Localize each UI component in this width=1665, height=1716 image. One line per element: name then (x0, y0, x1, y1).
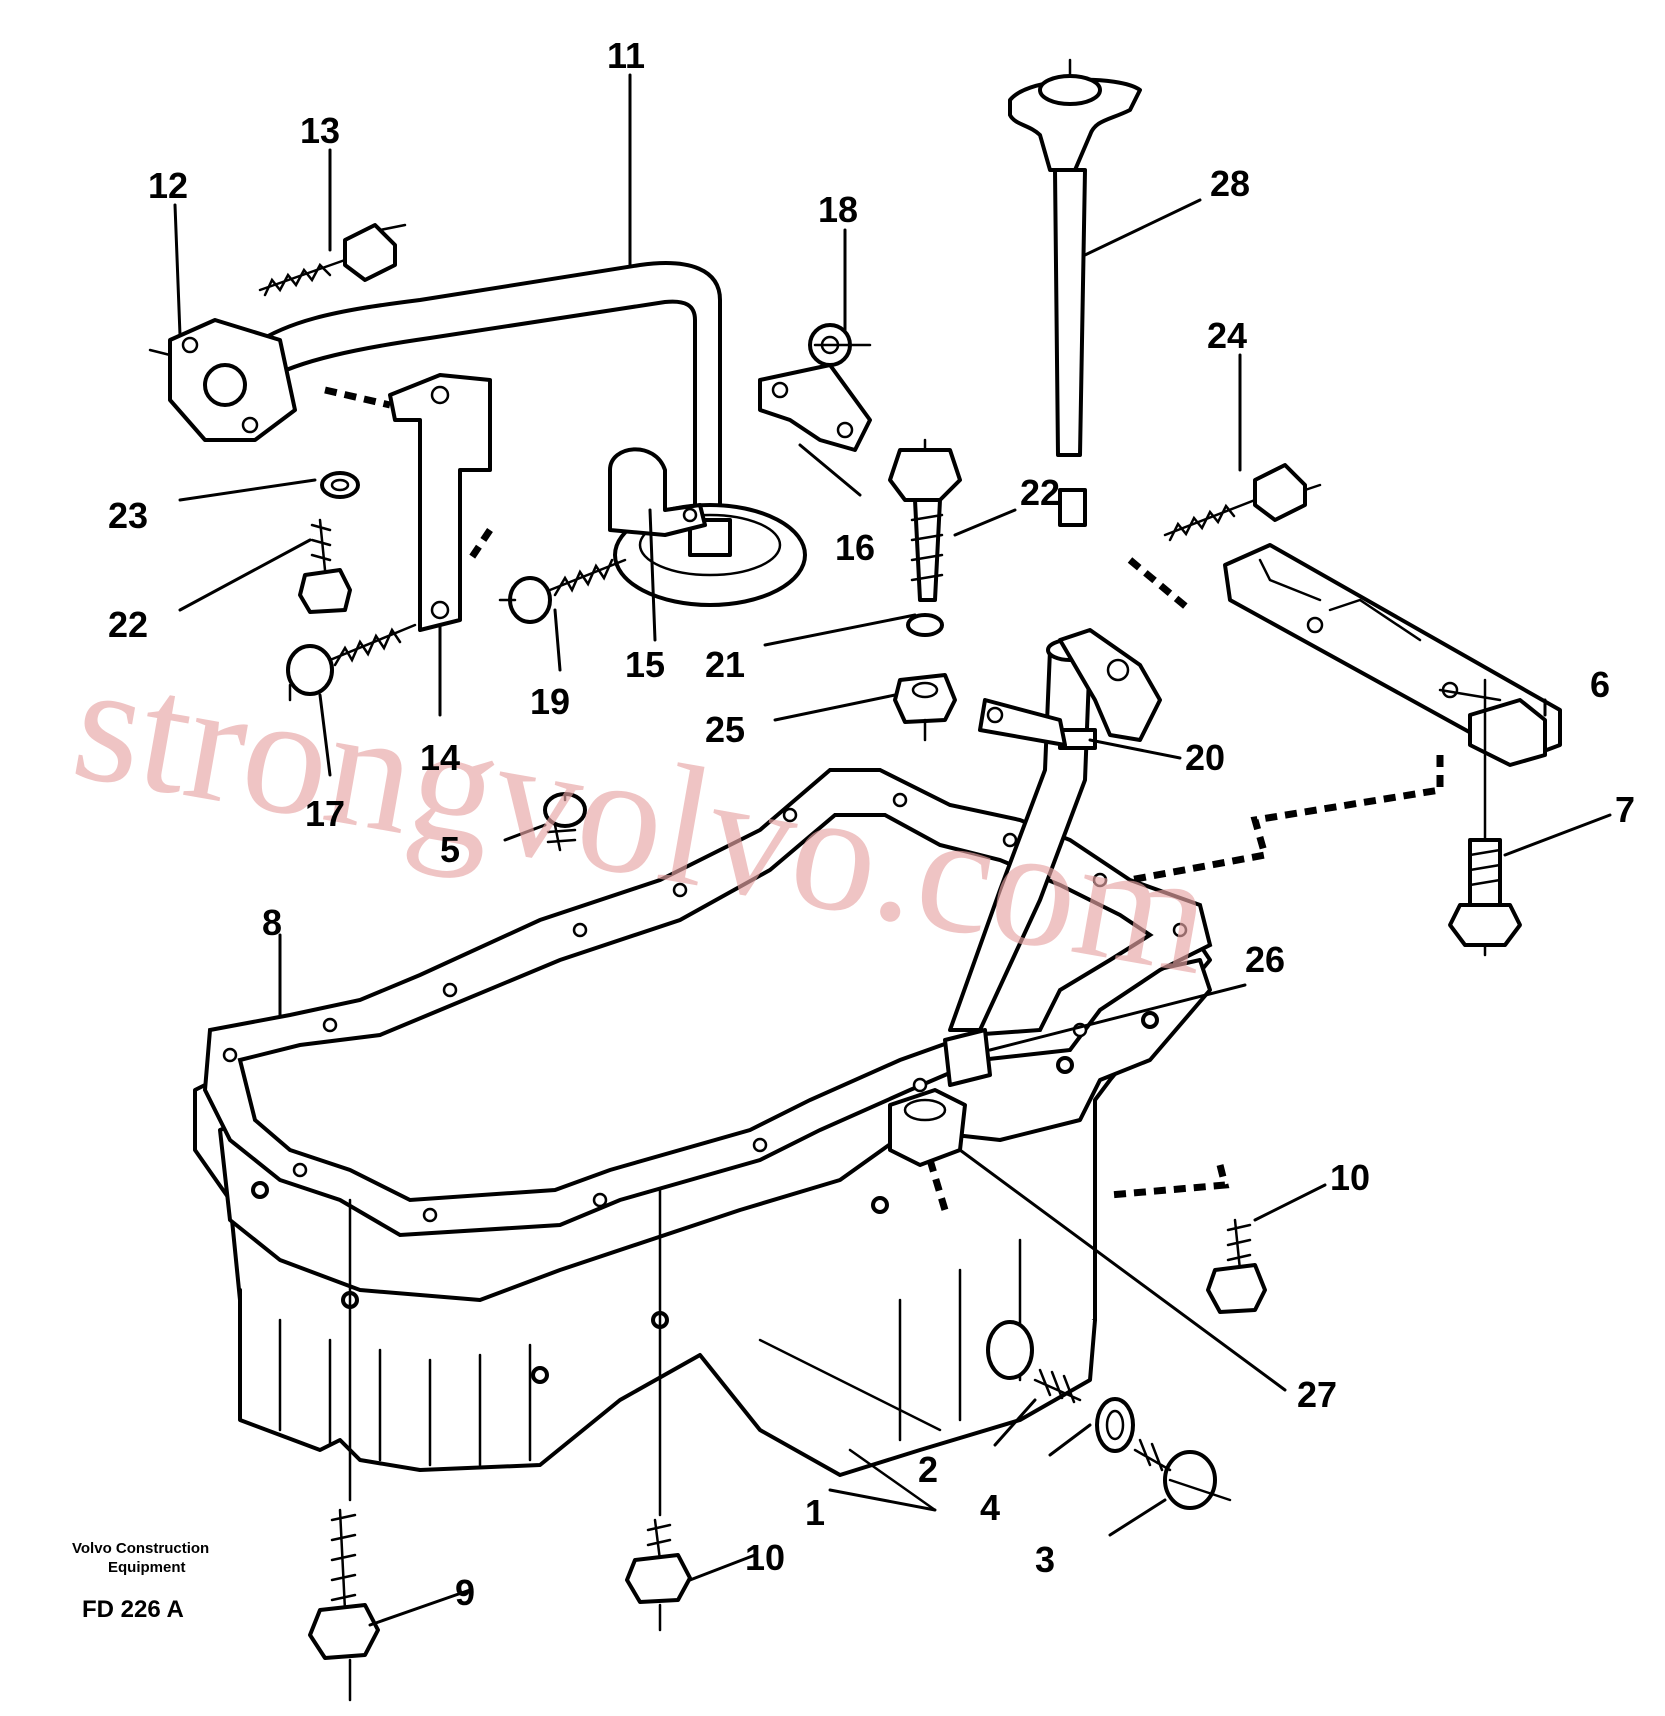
sump-gasket (202, 768, 1213, 1238)
nut-25 (893, 673, 957, 724)
leader-lines (173, 73, 1612, 1627)
caption-block: Volvo Construction Equipment FD 226 A (72, 1540, 209, 1623)
label-26: 26 (1245, 939, 1285, 980)
screw-5 (543, 792, 587, 852)
label-21: 21 (705, 644, 745, 685)
label-12: 12 (148, 165, 188, 206)
screw-22-left (298, 518, 352, 614)
bolt-24 (1163, 463, 1307, 542)
screw-10-left (625, 1518, 692, 1604)
label-20: 20 (1185, 737, 1225, 778)
screw-19 (508, 558, 627, 624)
screw-17 (286, 623, 417, 696)
washer-23 (320, 471, 360, 499)
label-14: 14 (420, 737, 460, 778)
caption-line-2: Equipment (108, 1559, 186, 1576)
label-19: 19 (530, 681, 570, 722)
label-16: 16 (835, 527, 875, 568)
label-18: 18 (818, 189, 858, 230)
label-6: 6 (1590, 664, 1610, 705)
label-1: 1 (805, 1492, 825, 1533)
label-4: 4 (980, 1487, 1000, 1528)
label-7: 7 (1615, 789, 1635, 830)
label-5: 5 (440, 829, 460, 870)
label-22-left: 22 (108, 604, 148, 645)
label-9: 9 (455, 1572, 475, 1613)
pipe-bracket (388, 373, 492, 632)
label-25: 25 (705, 709, 745, 750)
part-number-labels: 11 13 12 18 28 24 22 23 16 22 15 21 19 2… (108, 35, 1635, 1613)
label-8: 8 (262, 902, 282, 943)
screw-9 (308, 1508, 380, 1660)
label-2: 2 (918, 1449, 938, 1490)
screw-10-right (1206, 1218, 1267, 1314)
suction-pipe (168, 261, 807, 607)
label-13: 13 (300, 110, 340, 151)
label-28: 28 (1210, 163, 1250, 204)
label-22-right: 22 (1020, 472, 1060, 513)
assembly-dashed-lines (324, 386, 1444, 1212)
drain-plug-washer (1095, 1397, 1135, 1453)
label-27: 27 (1297, 1374, 1337, 1415)
drain-plug-spring (1033, 1368, 1082, 1404)
label-11: 11 (607, 35, 645, 76)
pipe-clamp (608, 447, 707, 537)
label-17: 17 (305, 793, 345, 834)
bolt-7 (1448, 838, 1522, 947)
baffle-plate (1223, 543, 1562, 767)
drain-plug (1133, 1438, 1217, 1510)
seal-ring (943, 1028, 992, 1087)
washer-21 (906, 613, 944, 637)
alignment-lines (148, 58, 1487, 1702)
clamp-bracket (758, 363, 872, 452)
label-24: 24 (1207, 315, 1247, 356)
label-3: 3 (1035, 1539, 1055, 1580)
caption-line-1: Volvo Construction (72, 1540, 209, 1557)
bolt-22-right (888, 448, 962, 602)
label-10-left: 10 (745, 1537, 785, 1578)
label-15: 15 (625, 644, 665, 685)
figure-code: FD 226 A (82, 1596, 184, 1623)
screw-13 (258, 223, 397, 297)
dipstick (1008, 74, 1142, 527)
fitting-nut (888, 1088, 967, 1167)
label-23: 23 (108, 495, 148, 536)
label-10-right: 10 (1330, 1157, 1370, 1198)
